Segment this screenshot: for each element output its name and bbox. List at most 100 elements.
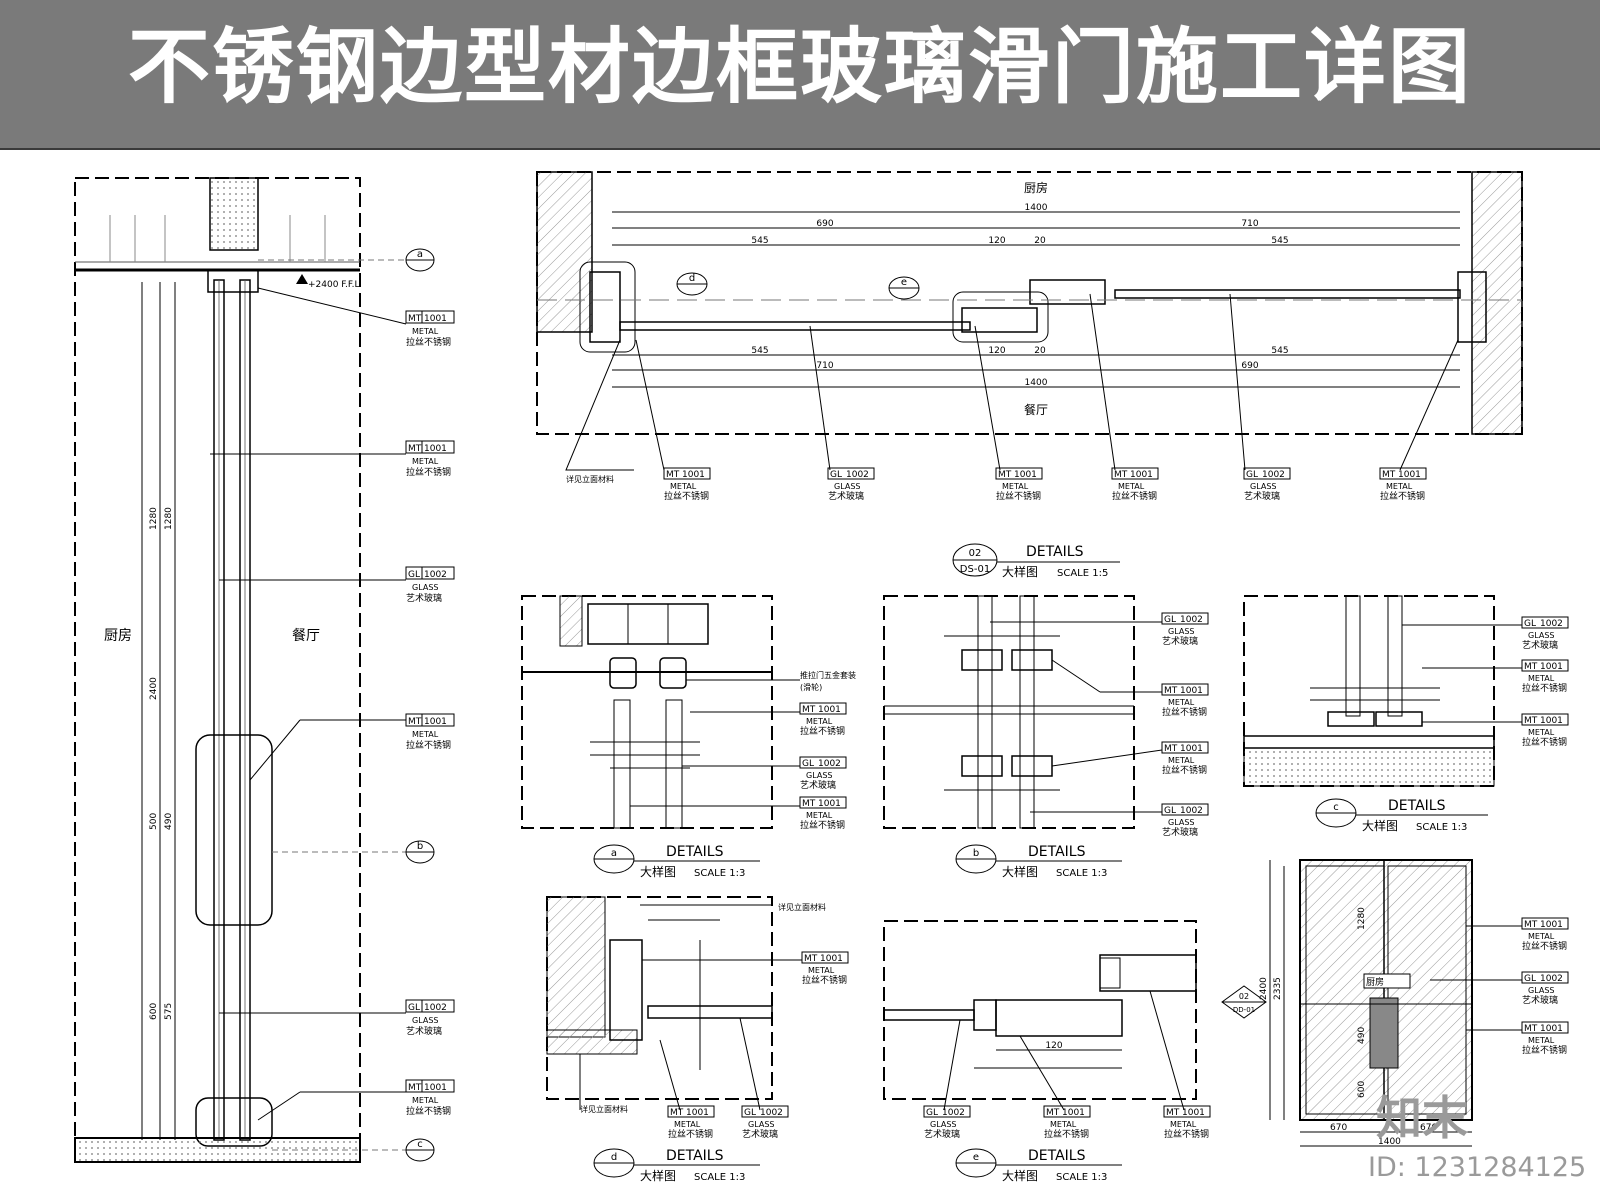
svg-text:GL: GL [1246,470,1258,480]
svg-text:GLASS: GLASS [1168,627,1194,636]
dim-text: 1280 [149,507,159,530]
svg-text:拉丝不锈钢: 拉丝不锈钢 [406,1105,451,1117]
svg-text:d: d [689,273,695,284]
svg-text:1001: 1001 [1180,744,1203,754]
svg-text:METAL: METAL [1528,1036,1555,1045]
svg-text:20: 20 [1034,346,1046,356]
svg-text:GLASS: GLASS [1528,631,1554,640]
svg-text:艺术玻璃: 艺术玻璃 [406,1025,442,1037]
svg-text:拉丝不锈钢: 拉丝不锈钢 [1522,1044,1567,1056]
svg-text:METAL: METAL [1170,1120,1197,1129]
svg-text:710: 710 [816,361,833,371]
svg-text:艺术玻璃: 艺术玻璃 [406,592,442,604]
svg-text:1001: 1001 [1540,920,1563,930]
svg-text:DD-01: DD-01 [1233,1006,1255,1014]
svg-text:METAL: METAL [1002,482,1029,491]
svg-text:大样图: 大样图 [640,1168,676,1183]
svg-text:大样图: 大样图 [1002,564,1038,579]
svg-text:拉丝不锈钢: 拉丝不锈钢 [1044,1128,1089,1140]
svg-text:艺术玻璃: 艺术玻璃 [1522,994,1558,1006]
svg-text:GL: GL [1524,974,1536,984]
svg-text:SCALE 1:3: SCALE 1:3 [1056,868,1107,879]
room-label-kitchen: 厨房 [104,628,132,644]
svg-text:METAL: METAL [674,1120,701,1129]
tag-metal-1: MT 1001 METAL 拉丝不锈钢 [257,287,455,348]
svg-text:GLASS: GLASS [930,1120,956,1129]
svg-text:MT: MT [408,1083,422,1093]
svg-text:METAL: METAL [1118,482,1145,491]
svg-text:拉丝不锈钢: 拉丝不锈钢 [1164,1128,1209,1140]
svg-text:b: b [417,841,423,852]
svg-text:艺术玻璃: 艺术玻璃 [742,1128,778,1140]
svg-text:MT: MT [670,1108,684,1118]
svg-text:MT: MT [408,314,422,324]
svg-text:METAL: METAL [806,717,833,726]
svg-text:1001: 1001 [820,954,843,964]
svg-text:1001: 1001 [686,1108,709,1118]
svg-text:MT: MT [802,705,816,715]
svg-text:120: 120 [988,236,1005,246]
callout-c: c [272,1138,435,1162]
svg-text:METAL: METAL [412,457,439,466]
svg-text:1002: 1002 [818,759,841,769]
svg-text:2335: 2335 [1273,977,1283,1000]
svg-text:艺术玻璃: 艺术玻璃 [1162,635,1198,647]
svg-text:545: 545 [751,346,768,356]
tag-glass-2: GL 1002 GLASS 艺术玻璃 [219,999,455,1037]
svg-text:DETAILS: DETAILS [1388,798,1446,814]
svg-text:拉丝不锈钢: 拉丝不锈钢 [1522,736,1567,748]
svg-text:MT: MT [1524,662,1538,672]
plan-label-dining: 餐厅 [1024,402,1048,417]
svg-text:b: b [973,848,979,859]
svg-text:艺术玻璃: 艺术玻璃 [1522,639,1558,651]
svg-text:SCALE 1:3: SCALE 1:3 [1056,1172,1107,1183]
note-see-elevation: 详见立面材料 [566,474,614,484]
tag-metal-3: MT 1001 METAL 拉丝不锈钢 [249,713,455,781]
svg-text:2400: 2400 [1259,977,1269,1000]
svg-text:1001: 1001 [424,444,447,454]
svg-text:1001: 1001 [1540,662,1563,672]
svg-text:SCALE 1:3: SCALE 1:3 [1416,822,1467,833]
callout-e: e [888,276,920,300]
svg-text:GLASS: GLASS [1250,482,1276,491]
tag-glass-1: GL 1002 GLASS 艺术玻璃 [219,566,455,604]
svg-text:GLASS: GLASS [1168,818,1194,827]
svg-text:GLASS: GLASS [412,583,438,592]
svg-text:02: 02 [1239,992,1249,1001]
svg-text:1001: 1001 [1398,470,1421,480]
brand-id: ID: 1231284125 [1368,1152,1587,1183]
svg-text:GLASS: GLASS [834,482,860,491]
svg-text:670: 670 [1330,1123,1347,1133]
svg-text:艺术玻璃: 艺术玻璃 [828,490,864,502]
svg-text:GLASS: GLASS [806,771,832,780]
svg-text:a: a [417,249,423,260]
svg-text:1002: 1002 [424,570,447,580]
svg-text:MT: MT [1524,920,1538,930]
svg-text:1280: 1280 [1357,907,1367,930]
svg-text:545: 545 [1271,346,1288,356]
svg-text:490: 490 [1357,1027,1367,1044]
svg-text:1001: 1001 [1130,470,1153,480]
svg-text:拉丝不锈钢: 拉丝不锈钢 [664,490,709,502]
svg-text:拉丝不锈钢: 拉丝不锈钢 [1522,940,1567,952]
room-label-dining: 餐厅 [292,628,320,644]
svg-text:推拉门五金套装: 推拉门五金套装 [800,670,856,680]
svg-text:1001: 1001 [424,1083,447,1093]
svg-text:545: 545 [1271,236,1288,246]
svg-text:1002: 1002 [424,1003,447,1013]
svg-text:710: 710 [1241,219,1258,229]
svg-text:MT: MT [408,717,422,727]
svg-text:MT: MT [1046,1108,1060,1118]
svg-text:DS-01: DS-01 [960,564,990,575]
svg-text:1002: 1002 [846,470,869,480]
svg-text:MT: MT [666,470,680,480]
